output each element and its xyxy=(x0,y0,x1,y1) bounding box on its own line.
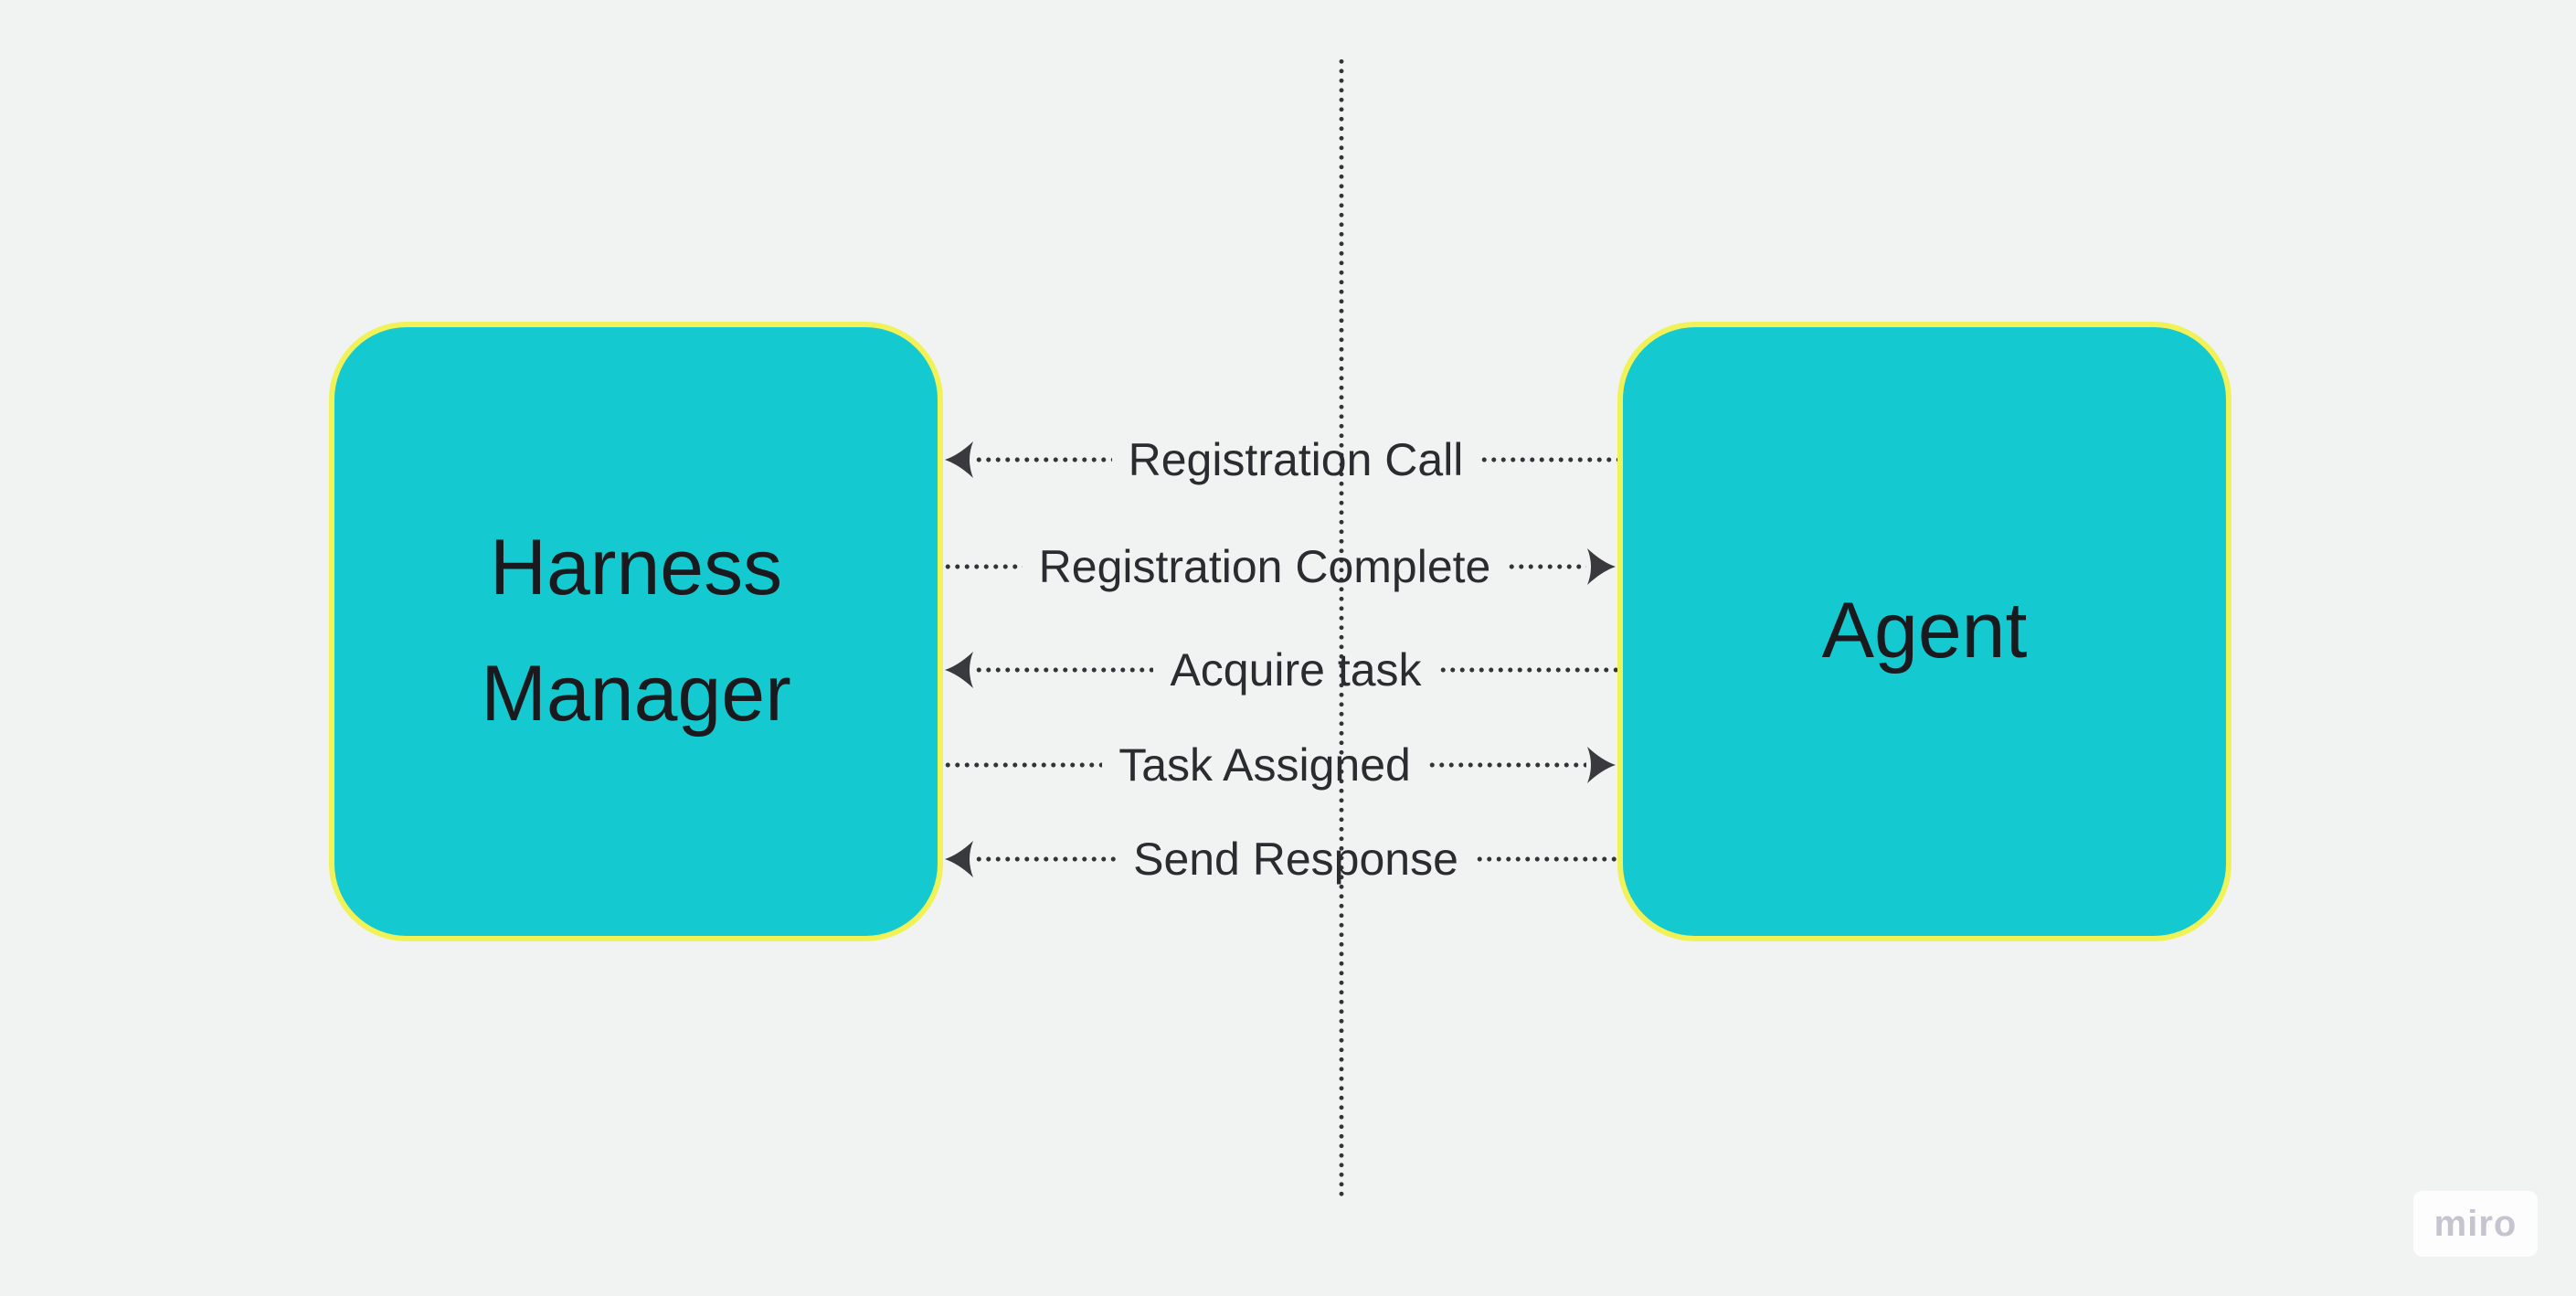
dotted-line xyxy=(1426,762,1587,768)
arrow-left-icon xyxy=(945,441,973,478)
message-label: Registration Complete xyxy=(1038,541,1491,592)
message-task-assigned[interactable]: Task Assigned xyxy=(943,739,1617,791)
dotted-line xyxy=(1474,856,1617,862)
dotted-line xyxy=(974,457,1112,462)
node-harness-manager[interactable]: Harness Manager xyxy=(329,322,943,941)
message-registration-call[interactable]: Registration Call xyxy=(943,434,1618,485)
node-harness-manager-label: Harness Manager xyxy=(481,524,791,738)
message-label: Acquire task xyxy=(1170,644,1422,696)
dotted-line xyxy=(1479,457,1618,462)
message-registration-complete[interactable]: Registration Complete xyxy=(943,541,1617,592)
message-send-response[interactable]: Send Response xyxy=(943,834,1617,885)
dotted-line xyxy=(943,564,1023,569)
miro-logo-text: miro xyxy=(2433,1203,2518,1244)
dotted-line xyxy=(943,762,1103,768)
message-label: Registration Call xyxy=(1128,434,1464,485)
node-agent-label: Agent xyxy=(1821,587,2028,675)
node-agent[interactable]: Agent xyxy=(1617,322,2231,941)
dotted-line xyxy=(974,667,1154,673)
lifeline-dotted-line xyxy=(1339,57,1344,1201)
arrow-right-icon xyxy=(1587,548,1616,585)
message-label: Task Assigned xyxy=(1118,739,1411,791)
arrow-left-icon xyxy=(945,652,973,688)
dotted-line xyxy=(974,856,1118,862)
miro-watermark: miro xyxy=(2413,1191,2538,1257)
arrow-right-icon xyxy=(1587,747,1617,783)
arrow-left-icon xyxy=(945,841,973,877)
dotted-line xyxy=(1507,564,1586,569)
message-acquire-task[interactable]: Acquire task xyxy=(943,644,1617,696)
message-label: Send Response xyxy=(1133,834,1458,885)
dotted-line xyxy=(1437,667,1617,673)
